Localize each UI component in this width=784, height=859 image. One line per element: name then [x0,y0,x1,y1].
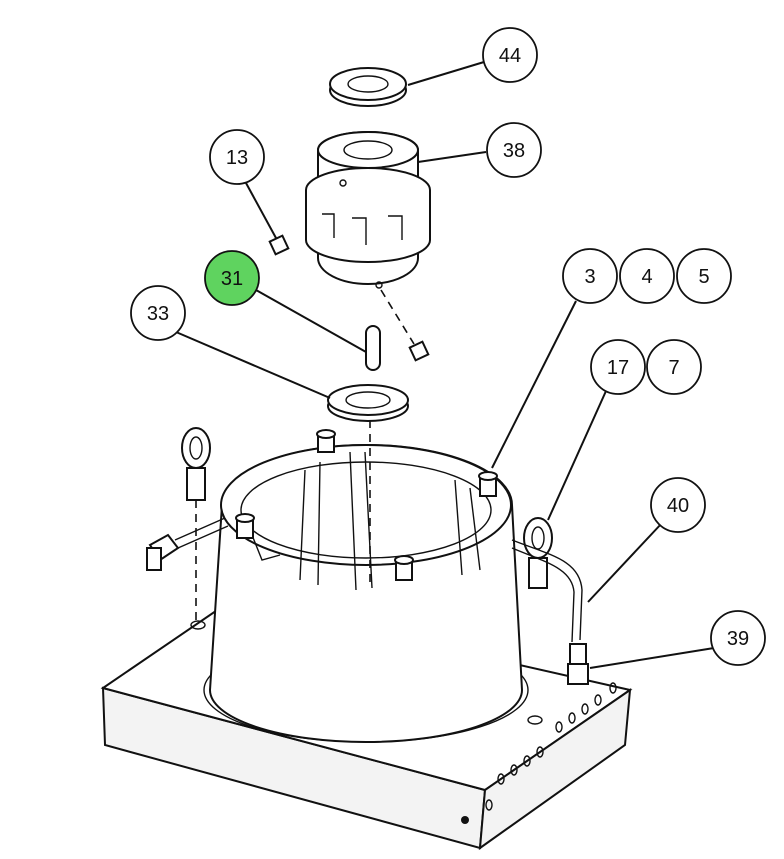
callout-circle [619,248,675,304]
callout-label: 7 [668,357,679,379]
leader-lines [175,61,715,669]
callout-33: 33 [130,285,186,341]
callout-40: 40 [650,477,706,533]
callout-label: 17 [607,357,629,379]
coupling-38 [305,131,431,289]
callout-circle [130,285,186,341]
callout-circle [590,339,646,395]
callout-5: 5 [676,248,732,304]
callout-circle [646,339,702,395]
callout-3: 3 [562,248,618,304]
callout-label: 40 [667,495,689,517]
tube-40 [511,539,583,643]
callout-13: 13 [209,129,265,185]
callout-circle [710,610,766,666]
callout-38: 38 [486,122,542,178]
callout-label: 13 [226,147,248,169]
fitting-39 [567,643,589,685]
callout-circle [482,27,538,83]
callout-7: 7 [646,339,702,395]
callout-label: 39 [727,628,749,650]
callout-circle [209,129,265,185]
conical-housing [203,429,529,743]
set-screw-lower [380,289,430,362]
callout-circle [486,122,542,178]
left-fitting [146,517,229,571]
callout-circle [204,250,260,306]
set-screw-13 [268,234,290,256]
callout-label: 44 [499,45,521,67]
callout-circle [650,477,706,533]
nut-33 [327,384,409,422]
eye-bolt-left [181,427,211,620]
callout-label: 33 [147,303,169,325]
callout-17: 17 [590,339,646,395]
callout-circle [676,248,732,304]
callout-31: 31 [204,250,260,306]
callout-39: 39 [710,610,766,666]
callout-label: 4 [641,266,652,288]
key-31 [365,325,381,371]
callout-label: 38 [503,140,525,162]
callout-circle [562,248,618,304]
ring-44 [329,67,407,107]
callout-44: 44 [482,27,538,83]
callout-label: 3 [584,266,595,288]
callout-label: 31 [221,268,243,290]
callout-4: 4 [619,248,675,304]
callout-label: 5 [698,266,709,288]
